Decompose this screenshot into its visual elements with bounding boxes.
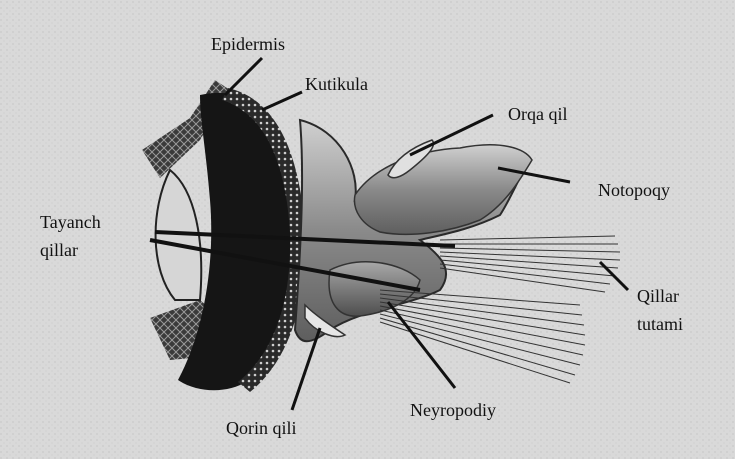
label-qillar-tutami-line2: tutami xyxy=(637,314,683,334)
label-tayanch-qillar-line2: qillar xyxy=(40,240,78,260)
label-qillar-tutami-line1: Qillar xyxy=(637,286,679,306)
label-notopodiy: Notopoqy xyxy=(598,180,670,200)
label-orqa-qil: Orqa qil xyxy=(508,104,567,124)
label-tayanch-qillar-line1: Tayanch xyxy=(40,212,101,232)
label-kutikula: Kutikula xyxy=(305,74,368,94)
label-epidermis: Epidermis xyxy=(211,34,285,54)
label-neyropodiy: Neyropodiy xyxy=(410,400,496,420)
label-qorin-qili: Qorin qili xyxy=(226,418,297,438)
